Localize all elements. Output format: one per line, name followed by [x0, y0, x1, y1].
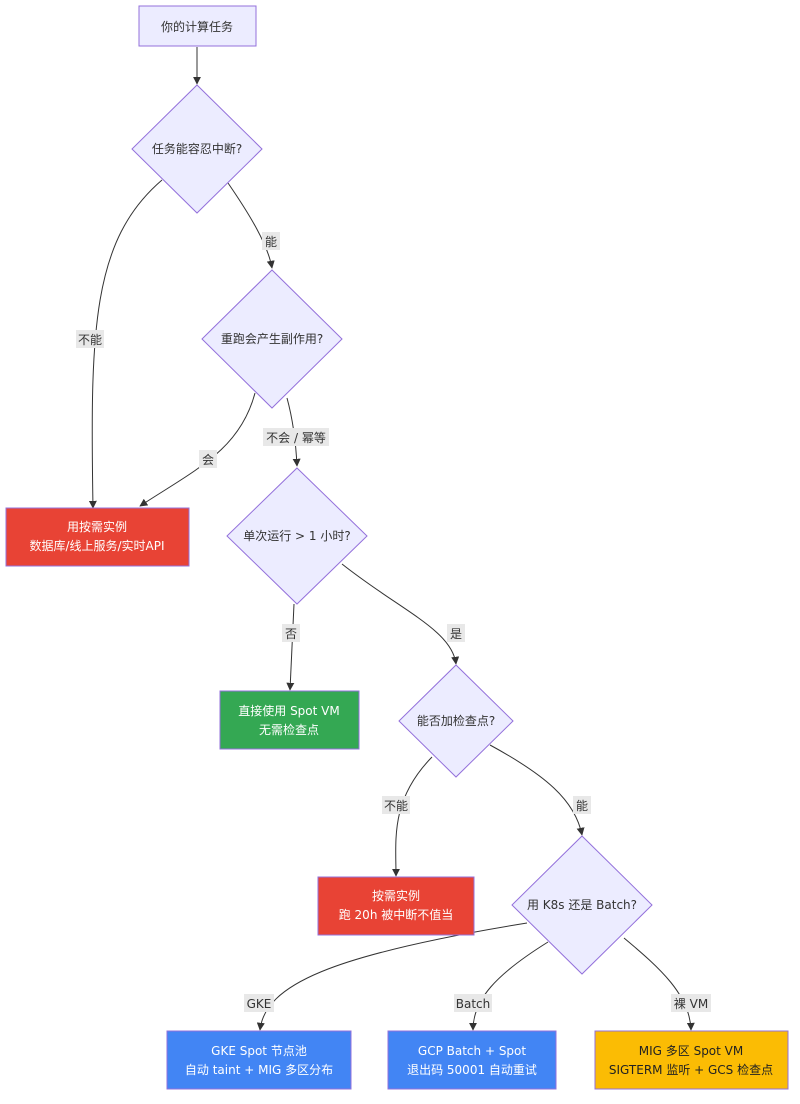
edge-checkpoint-yes — [489, 744, 585, 836]
edges — [88, 47, 695, 1031]
edge-platform-vm — [623, 937, 695, 1031]
decision-duration: 单次运行 > 1 小时? — [226, 467, 368, 605]
svg-text:直接使用 Spot VM: 直接使用 Spot VM — [238, 703, 339, 718]
decision-platform: 用 K8s 还是 Batch? — [511, 835, 653, 975]
edge-platform-gke — [256, 922, 528, 1031]
svg-text:GKE: GKE — [247, 997, 272, 1011]
edge-duration-no — [286, 603, 295, 691]
node-ondemand-long: 按需实例 跑 20h 被中断不值当 — [317, 876, 475, 936]
edge-label-side-effect-no: 不会 / 幂等 — [263, 428, 329, 446]
svg-text:GKE Spot 节点池: GKE Spot 节点池 — [211, 1044, 307, 1058]
svg-text:裸 VM: 裸 VM — [674, 996, 708, 1011]
node-gke-spot: GKE Spot 节点池 自动 taint + MIG 多区分布 — [166, 1030, 352, 1090]
edge-side-effect-yes — [139, 392, 256, 507]
edge-label-platform-batch: Batch — [454, 994, 492, 1012]
node-ondemand-realtime: 用按需实例 数据库/线上服务/实时API — [5, 507, 190, 567]
svg-text:会: 会 — [202, 453, 214, 467]
svg-text:不会 / 幂等: 不会 / 幂等 — [266, 431, 326, 445]
svg-text:退出码 50001 自动重试: 退出码 50001 自动重试 — [407, 1062, 537, 1077]
decision-checkpoint: 能否加检查点? — [398, 664, 514, 778]
edge-label-interrupt-yes: 能 — [262, 232, 280, 250]
svg-text:按需实例: 按需实例 — [372, 888, 420, 903]
edge-labels: 不能 能 会 不会 / 幂等 否 是 不能 能 — [76, 232, 711, 1012]
svg-text:能: 能 — [265, 235, 277, 249]
edge-label-side-effect-yes: 会 — [199, 450, 217, 468]
edge-duration-yes — [341, 563, 460, 665]
decision-interrupt: 任务能容忍中断? — [131, 84, 263, 214]
node-spot-direct: 直接使用 Spot VM 无需检查点 — [219, 690, 360, 750]
svg-text:否: 否 — [285, 627, 297, 641]
edge-label-platform-vm: 裸 VM — [671, 994, 711, 1012]
decision-side-effect: 重跑会产生副作用? — [201, 269, 343, 409]
svg-text:数据库/线上服务/实时API: 数据库/线上服务/实时API — [29, 538, 164, 553]
svg-text:无需检查点: 无需检查点 — [259, 722, 319, 737]
svg-text:SIGTERM 监听 + GCS 检查点: SIGTERM 监听 + GCS 检查点 — [609, 1062, 773, 1077]
edge-label-platform-gke: GKE — [244, 994, 274, 1012]
node-mig-vm: MIG 多区 Spot VM SIGTERM 监听 + GCS 检查点 — [594, 1030, 789, 1090]
edge-interrupt-no — [88, 179, 163, 509]
svg-text:用 K8s 还是 Batch?: 用 K8s 还是 Batch? — [527, 898, 637, 912]
edge-platform-batch — [469, 941, 549, 1031]
nodes: 你的计算任务 任务能容忍中断? 重跑会产生副作用? 用按需实例 数据库/线上服务… — [5, 5, 789, 1090]
svg-text:是: 是 — [450, 627, 462, 641]
svg-text:MIG 多区 Spot VM: MIG 多区 Spot VM — [639, 1044, 743, 1058]
svg-text:能否加检查点?: 能否加检查点? — [417, 713, 495, 728]
edge-label-duration-yes: 是 — [447, 624, 465, 642]
svg-text:跑 20h 被中断不值当: 跑 20h 被中断不值当 — [339, 907, 454, 922]
edge-label-duration-no: 否 — [282, 624, 300, 642]
svg-text:单次运行 > 1 小时?: 单次运行 > 1 小时? — [243, 529, 351, 543]
svg-text:重跑会产生副作用?: 重跑会产生副作用? — [221, 332, 323, 346]
svg-text:GCP Batch + Spot: GCP Batch + Spot — [418, 1044, 526, 1058]
edge-checkpoint-no — [391, 756, 433, 877]
svg-text:任务能容忍中断?: 任务能容忍中断? — [152, 141, 242, 156]
svg-text:不能: 不能 — [78, 333, 102, 347]
svg-text:自动 taint + MIG 多区分布: 自动 taint + MIG 多区分布 — [185, 1063, 333, 1077]
node-start: 你的计算任务 — [138, 5, 257, 47]
edge-interrupt-yes — [227, 182, 275, 269]
edge-label-interrupt-no: 不能 — [76, 330, 104, 348]
svg-text:能: 能 — [576, 799, 588, 813]
svg-text:你的计算任务: 你的计算任务 — [161, 19, 233, 34]
svg-text:用按需实例: 用按需实例 — [67, 519, 127, 534]
edge-label-checkpoint-no: 不能 — [382, 796, 410, 814]
edge-label-checkpoint-yes: 能 — [573, 796, 591, 814]
node-gcp-batch: GCP Batch + Spot 退出码 50001 自动重试 — [387, 1030, 557, 1090]
svg-text:Batch: Batch — [456, 997, 491, 1011]
svg-text:不能: 不能 — [384, 799, 408, 813]
